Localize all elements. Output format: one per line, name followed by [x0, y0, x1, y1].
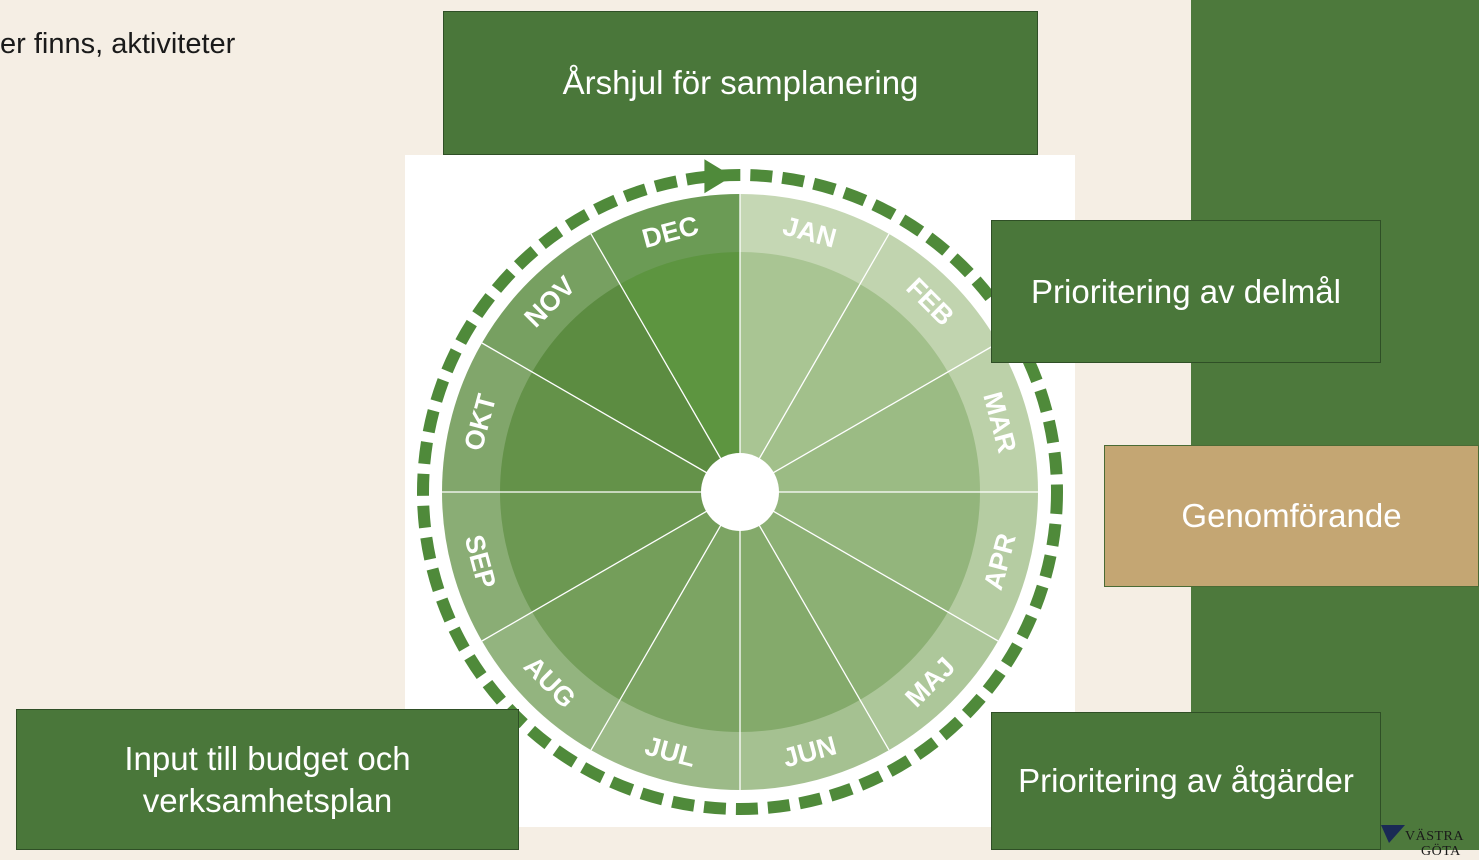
- dashed-outer-ring: [417, 169, 1063, 815]
- wedge-nov: [532, 284, 740, 492]
- divider-line: [739, 342, 999, 493]
- divider-line: [739, 233, 890, 493]
- wedge-sep: [500, 492, 740, 612]
- wedge-jan: [740, 252, 860, 492]
- divider-line: [481, 491, 741, 642]
- direction-arrow-icon: [704, 159, 733, 194]
- box-arshjul-title: Årshjul för samplanering: [443, 11, 1038, 155]
- box-input-budget: Input till budget och verksamhetsplan: [16, 709, 519, 850]
- divider-line: [590, 233, 741, 493]
- wedge-okt: [500, 372, 740, 492]
- intro-text: er finns, aktiviteter: [0, 28, 236, 60]
- box-prioritering-atgarder: Prioritering av åtgärder: [991, 712, 1381, 850]
- logo-line-1: VÄSTRA: [1405, 829, 1465, 844]
- divider-line: [739, 491, 999, 642]
- wedge-jun: [740, 492, 860, 732]
- wedge-apr: [740, 492, 980, 612]
- divider-line: [739, 491, 890, 751]
- divider-line: [481, 342, 741, 493]
- logo-line-2: GÖTA: [1421, 844, 1461, 860]
- divider-line: [590, 491, 741, 751]
- box-genomforande: Genomförande: [1104, 445, 1479, 587]
- wheel-hub: [701, 453, 779, 531]
- logo-text: VÄSTRA GÖTA: [1405, 829, 1464, 860]
- wedge-dec: [620, 252, 740, 492]
- wedge-aug: [532, 492, 740, 700]
- box-prioritering-delmal: Prioritering av delmål: [991, 220, 1381, 363]
- right-panel: [1191, 0, 1479, 850]
- wedge-feb: [740, 284, 948, 492]
- wedge-mar: [740, 372, 980, 492]
- wedge-maj: [740, 492, 948, 700]
- logo-triangle-icon: [1381, 825, 1405, 843]
- wedge-jul: [620, 492, 740, 732]
